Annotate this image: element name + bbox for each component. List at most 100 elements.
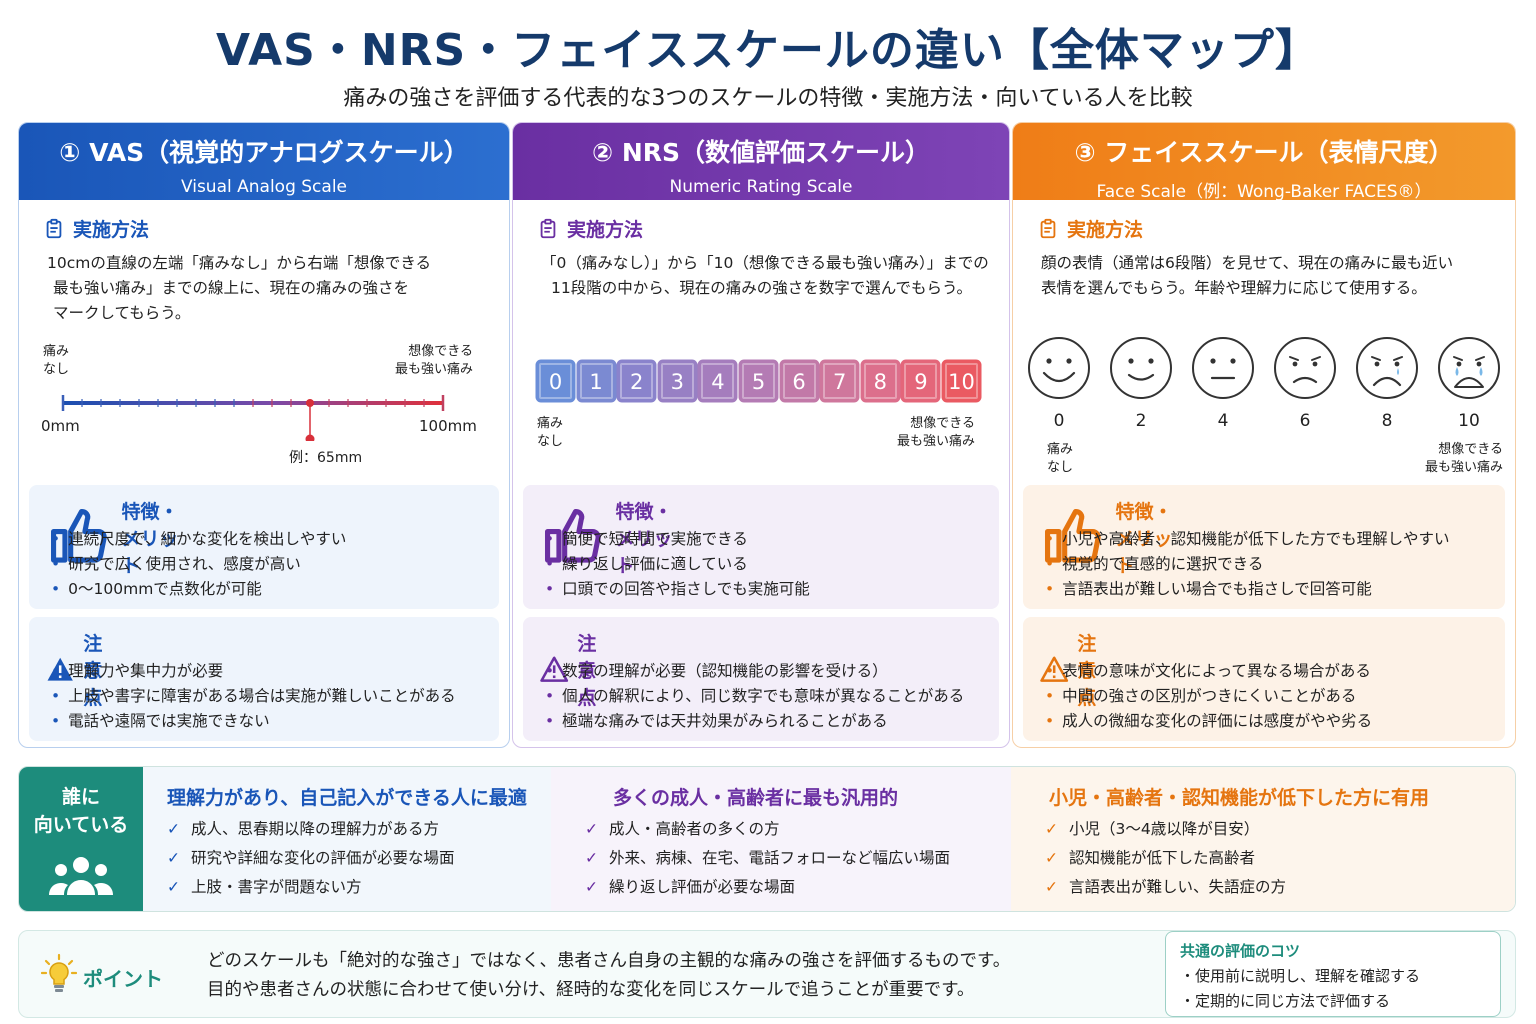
list-item: 言語表出が難しい場合でも指さしで回答可能	[1045, 577, 1450, 602]
face-left-label-line: なし	[1047, 460, 1074, 475]
list-item: 個人の解釈により、同じ数字でも意味が異なることがある	[545, 684, 964, 709]
face-icon-6	[1274, 337, 1336, 399]
vas-subtitle: Visual Analog Scale	[180, 177, 348, 197]
list-item-text: 成人、思春期以降の理解力がある方	[191, 820, 440, 838]
nrs-number-cell: 9	[902, 361, 940, 401]
vas-method-line: マークしてもらう。	[53, 304, 191, 322]
tips-box: 共通の評価のコツ ・使用前に説明し、理解を確認する ・定期的に同じ方法で評価する	[1165, 931, 1501, 1017]
nrs-caution-list: 数字の理解が必要（認知機能の影響を受ける） 個人の解釈により、同じ数字でも意味が…	[545, 659, 964, 734]
face-number-label: 10	[1458, 411, 1480, 431]
fit-face-title: 小児・高齢者・認知機能が低下した方に有用	[1049, 787, 1430, 809]
list-item: 中間の強さの区別がつきにくいことがある	[1045, 684, 1372, 709]
face-icon-8	[1356, 337, 1418, 399]
nrs-number-cell: 6	[780, 361, 818, 401]
face-method-heading: 実施方法	[1037, 215, 1143, 242]
list-item: 小児や高齢者、認知機能が低下した方でも理解しやすい	[1045, 527, 1449, 552]
tips-title: 共通の評価のコツ	[1180, 942, 1301, 960]
list-item: 成人の微細な変化の評価には感度がやや劣る	[1045, 709, 1372, 734]
vas-example-label: 例：65mm	[289, 450, 363, 466]
vas-example-pin	[305, 434, 315, 441]
point-line: どのスケールも「絶対的な強さ」ではなく、患者さん自身の主観的な痛みの強さを評価す…	[207, 951, 1011, 971]
tips-list: ・使用前に説明し、理解を確認する ・定期的に同じ方法で評価する	[1180, 964, 1420, 1014]
vas-start-mm: 0mm	[41, 417, 80, 435]
nrs-number-cell: 10	[943, 361, 980, 401]
check-icon: ✓	[167, 878, 180, 896]
list-item: ・定期的に同じ方法で評価する	[1180, 992, 1391, 1010]
list-item: 理解力や集中力が必要	[51, 659, 456, 684]
badge-line: 誰に	[61, 786, 100, 808]
list-item: 連続尺度で、細かな変化を検出しやすい	[51, 527, 346, 552]
list-item-text: 繰り返し評価が必要な場面	[609, 878, 796, 896]
vas-caution-list: 理解力や集中力が必要 上肢や書字に障害がある場合は実施が難しいことがある 電話や…	[51, 659, 456, 734]
suitable-for-badge-text: 誰に 向いている	[19, 783, 143, 839]
nrs-title: ② NRS（数値評価スケール）	[591, 138, 931, 167]
clipboard-icon	[540, 218, 556, 238]
face-number-label: 8	[1381, 411, 1393, 431]
list-item: ✓外来、病棟、在宅、電話フォローなど幅広い場面	[585, 844, 950, 873]
list-item: 0〜100mmで点数化が可能	[51, 577, 346, 602]
face-number-label: 4	[1217, 411, 1229, 431]
fit-nrs-list: ✓成人・高齢者の多くの方 ✓外来、病棟、在宅、電話フォローなど幅広い場面 ✓ 繰り…	[585, 815, 950, 902]
face-right-label-line: 最も強い痛み	[1425, 460, 1504, 475]
list-item: ✓ 上肢・書字が問題ない方	[167, 873, 455, 902]
nrs-number-cell: 5	[740, 361, 777, 401]
face-column: ③ フェイススケール（表情尺度） Face Scale（例：Wong-Baker…	[1012, 122, 1516, 748]
check-icon: ✓	[167, 849, 180, 867]
list-item-text: 上肢・書字が問題ない方	[191, 878, 362, 896]
face-left-label-line: 痛み	[1047, 442, 1074, 457]
list-item: ✓成人、思春期以降の理解力がある方	[167, 815, 455, 844]
fit-nrs-title: 多くの成人・高齢者に最も汎用的	[613, 787, 899, 809]
face-method-label: 実施方法	[1067, 219, 1144, 241]
face-number-label: 2	[1135, 411, 1147, 431]
nrs-column: ② NRS（数値評価スケール） Numeric Rating Scale 実施方…	[512, 122, 1010, 748]
face-subtitle: Face Scale（例：Wong-Baker FACES®）	[1096, 182, 1432, 202]
nrs-caution-box: 注意点 数字の理解が必要（認知機能の影響を受ける） 個人の解釈により、同じ数字で…	[523, 617, 999, 741]
list-item-text: 外来、病棟、在宅、電話フォローなど幅広い場面	[609, 849, 951, 867]
vas-left-label: 痛み なし	[43, 343, 69, 379]
face-icon-10	[1438, 337, 1500, 399]
nrs-right-label-line: 想像できる	[910, 416, 976, 431]
face-right-label-line: 想像できる	[1438, 442, 1504, 457]
list-item: ✓研究や詳細な変化の評価が必要な場面	[167, 844, 455, 873]
check-icon: ✓	[585, 878, 598, 896]
list-item: 口頭での回答や指さしでも実施可能	[545, 577, 810, 602]
suitable-for-panel: 誰に 向いている 理解力があり、自己記入ができる人に最適 ✓成人、思春期以降の理…	[18, 766, 1516, 912]
list-item: 簡便で短時間で実施できる	[545, 527, 810, 552]
list-item: ✓ 小児（3〜4歳以降が目安）	[1045, 815, 1286, 844]
fit-vas-list: ✓成人、思春期以降の理解力がある方 ✓研究や詳細な変化の評価が必要な場面 ✓上肢…	[167, 815, 455, 902]
face-icon-0	[1028, 337, 1090, 399]
page-subtitle: 痛みの強さを評価する代表的な3つのスケールの特徴・実施方法・向いている人を比較	[343, 86, 1193, 111]
face-caution-list: 表情の意味が文化によって異なる場合がある 中間の強さの区別がつきにくいことがある…	[1045, 659, 1372, 734]
face-method-line: 顔の表情（通常は6段階）を見せて、現在の痛みに最も近い	[1041, 254, 1454, 272]
list-item-text: 成人・高齢者の多くの方	[609, 820, 780, 838]
people-icon	[49, 857, 113, 895]
vas-method-text: 10cmの直線の左端「痛みなし」から右端「想像できる 最も強い痛み」までの線上に…	[47, 251, 487, 326]
point-text: どのスケールも「絶対的な強さ」ではなく、患者さん自身の主観的な痛みの強さを評価す…	[207, 947, 1010, 1005]
face-icon-2	[1110, 337, 1172, 399]
nrs-method-text: 「0（痛みなし）」から「10（想像できる最も強い痛み）」までの 11段階の中から…	[541, 251, 1001, 301]
vas-method-line: 最も強い痛み」までの線上に、現在の痛みの強さを	[53, 279, 410, 297]
fit-nrs: 多くの成人・高齢者に最も汎用的 ✓成人・高齢者の多くの方 ✓外来、病棟、在宅、電…	[551, 767, 1011, 911]
vas-right-label: 想像できる 最も強い痛み	[395, 343, 473, 379]
fit-vas: 理解力があり、自己記入ができる人に最適 ✓成人、思春期以降の理解力がある方 ✓研…	[143, 767, 551, 911]
face-number-label: 0	[1053, 411, 1065, 431]
vas-merit-box: 特徴・メリット 連続尺度で、細かな変化を検出しやすい 研究で広く使用され、感度が…	[29, 485, 499, 609]
badge-line: 向いている	[33, 814, 129, 836]
nrs-left-label-line: 痛み	[537, 416, 564, 431]
list-item: 表情の意味が文化によって異なる場合がある	[1045, 659, 1372, 684]
vas-title: ① VAS（視覚的アナログスケール）	[59, 138, 469, 167]
list-item: 数字の理解が必要（認知機能の影響を受ける）	[545, 659, 964, 684]
check-icon: ✓	[1045, 820, 1058, 838]
vas-column: ① VAS（視覚的アナログスケール） Visual Analog Scale 実…	[18, 122, 510, 748]
list-item: 上肢や書字に障害がある場合は実施が難しいことがある	[51, 684, 456, 709]
nrs-merit-list: 簡便で短時間で実施できる 繰り返し評価に適している 口頭での回答や指さしでも実施…	[545, 527, 810, 602]
list-item-text: 小児（3〜4歳以降が目安）	[1069, 820, 1260, 838]
fit-face: 小児・高齢者・認知機能が低下した方に有用 ✓小児（3〜4歳以降が目安） ✓認知機…	[1011, 767, 1515, 911]
check-icon: ✓	[1045, 849, 1058, 867]
list-item: 視覚的で直感的に選択できる	[1045, 552, 1450, 577]
clipboard-icon	[46, 218, 62, 238]
vas-method-line: 10cmの直線の左端「痛みなし」から右端「想像できる	[47, 254, 432, 272]
list-item: ✓成人・高齢者の多くの方	[585, 815, 950, 844]
vas-left-label-line: 痛み	[43, 344, 70, 359]
vas-caution-box: 注意点 理解力や集中力が必要 上肢や書字に障害がある場合は実施が難しいことがある…	[29, 617, 499, 741]
